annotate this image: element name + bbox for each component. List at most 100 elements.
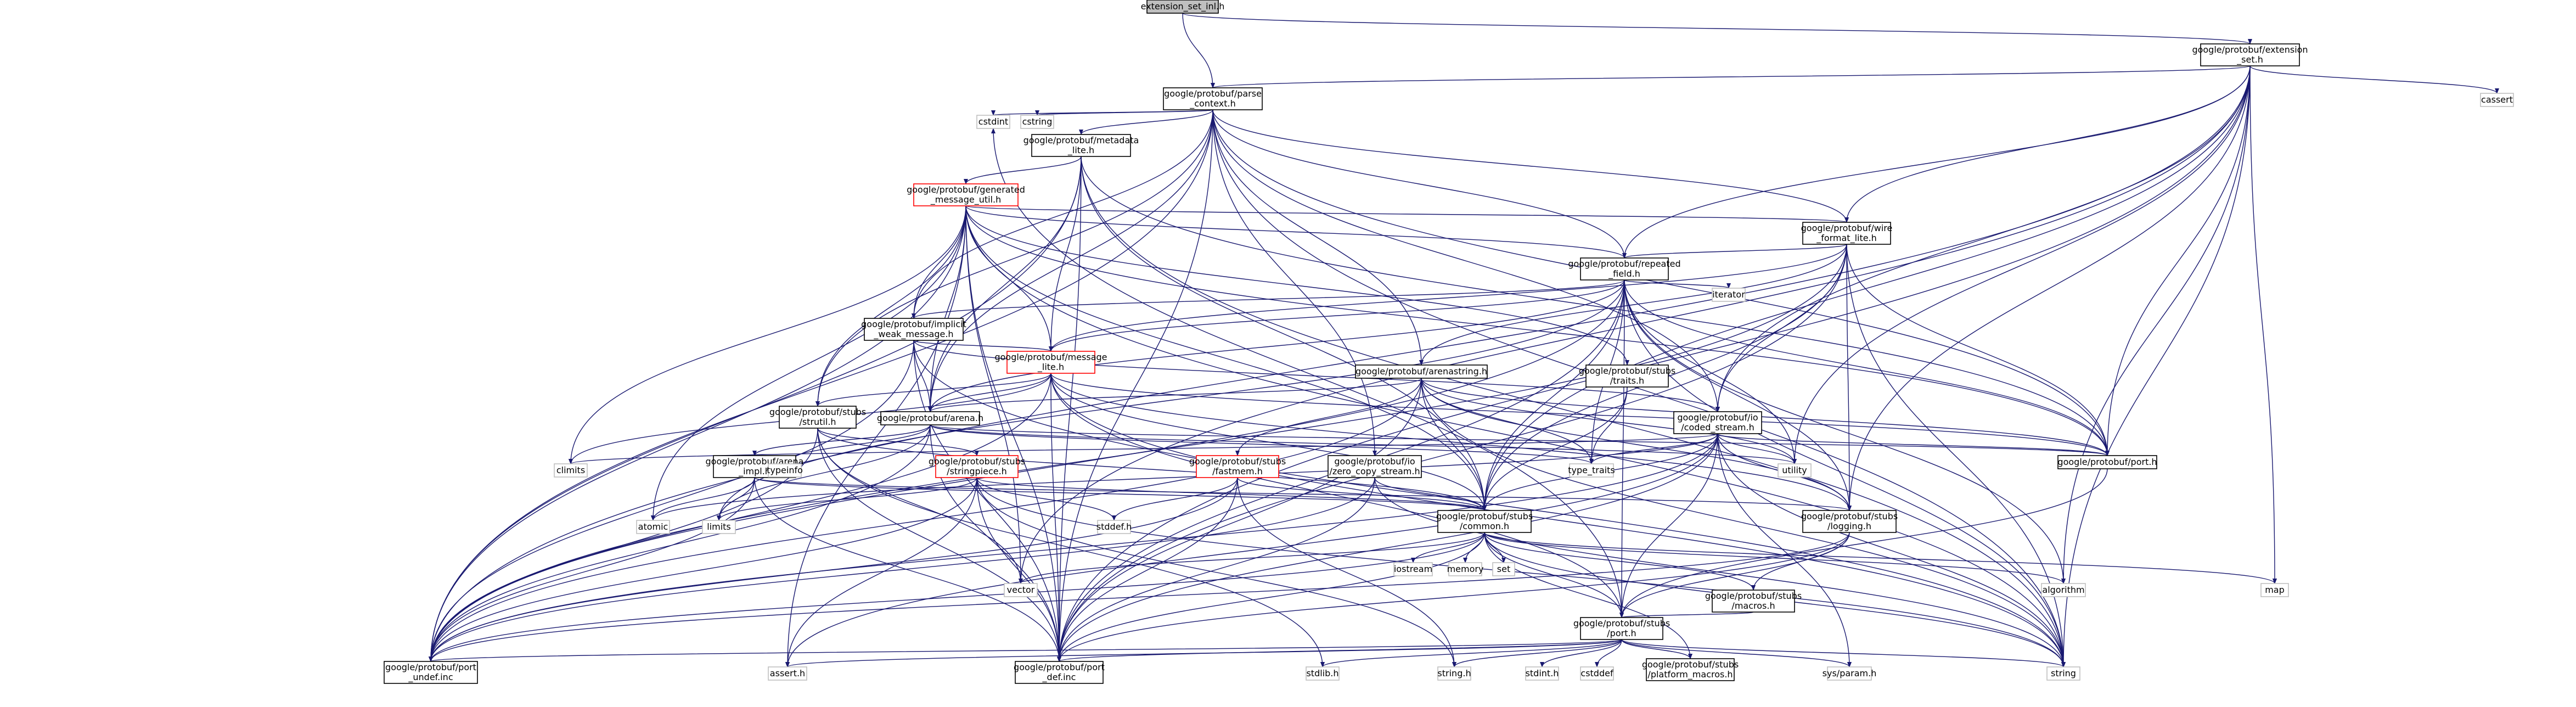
node-platform[interactable]: google/protobuf/stubs/platform_macros.h bbox=[1642, 658, 1739, 681]
node-label: google/protobuf/io bbox=[1334, 456, 1415, 467]
node-logging[interactable]: google/protobuf/stubs/logging.h bbox=[1801, 510, 1898, 533]
node-gen_msg[interactable]: google/protobuf/generated_message_util.h bbox=[907, 183, 1025, 206]
edge-common-to-algorithm bbox=[1484, 532, 2066, 584]
node-traits[interactable]: google/protobuf/stubs/traits.h bbox=[1579, 364, 1675, 388]
edge-zero_copy-to-port_def bbox=[1057, 477, 1375, 662]
node-box bbox=[1004, 583, 1038, 597]
node-coded[interactable]: google/protobuf/io/coded_stream.h bbox=[1673, 411, 1762, 434]
node-label: stdlib.h bbox=[1306, 668, 1338, 678]
node-strutil[interactable]: google/protobuf/stubs/strutil.h bbox=[769, 406, 866, 429]
edge-fastmem-to-common bbox=[1237, 477, 1487, 511]
node-box bbox=[1580, 666, 1614, 681]
node-common[interactable]: google/protobuf/stubs/common.h bbox=[1436, 510, 1533, 533]
edge-rep_field-to-common bbox=[1482, 279, 1625, 511]
node-label: atomic bbox=[638, 521, 668, 532]
node-box bbox=[554, 463, 588, 478]
edge-rep_field-to-arena bbox=[928, 279, 1625, 412]
edge-stubs_port-to-cstddef bbox=[1595, 639, 1622, 667]
node-label: stdint.h bbox=[1526, 668, 1559, 678]
node-arenastring[interactable]: google/protobuf/arenastring.h bbox=[1355, 364, 1488, 379]
node-box bbox=[1437, 666, 1471, 681]
edge-stringpiece-to-port_undef bbox=[429, 477, 977, 662]
node-assert_h: assert.h bbox=[768, 666, 807, 681]
node-label: _lite.h bbox=[1037, 362, 1064, 373]
node-macros[interactable]: google/protobuf/stubs/macros.h bbox=[1705, 590, 1802, 613]
node-box bbox=[1585, 364, 1669, 388]
edge-stubs_port-to-stdlib bbox=[1320, 639, 1622, 667]
node-wire_fmt[interactable]: google/protobuf/wire_format_lite.h bbox=[1801, 222, 1893, 245]
node-utility: utility bbox=[1778, 463, 1812, 478]
edge-metadata-to-gen_msg bbox=[964, 156, 1082, 184]
node-arena[interactable]: google/protobuf/arena.h bbox=[877, 411, 983, 425]
edge-stringpiece-to-stddef bbox=[976, 477, 1116, 521]
node-implicit[interactable]: google/protobuf/implicit_weak_message.h bbox=[861, 318, 966, 341]
node-box bbox=[636, 520, 670, 534]
edge-arena_impl-to-port_undef bbox=[429, 477, 755, 662]
edge-rep_field-to-stubs_port bbox=[1619, 279, 1625, 618]
node-label: /logging.h bbox=[1827, 521, 1871, 531]
node-metadata[interactable]: google/protobuf/metadata_lite.h bbox=[1023, 134, 1139, 157]
node-label: google/protobuf/io bbox=[1677, 412, 1758, 423]
node-label: assert.h bbox=[770, 668, 805, 678]
edge-parse_ctx-to-coded bbox=[1212, 109, 1720, 412]
node-port_undef[interactable]: google/protobuf/port_undef.inc bbox=[384, 661, 478, 684]
edge-strutil-to-vector bbox=[817, 428, 1023, 584]
node-msg_lite[interactable]: google/protobuf/message_lite.h bbox=[994, 351, 1107, 374]
edge-parse_ctx-to-port_undef bbox=[429, 109, 1213, 662]
node-iterator: iterator bbox=[1712, 288, 1746, 302]
node-label: _format_lite.h bbox=[1816, 233, 1877, 244]
node-label: /coded_stream.h bbox=[1681, 422, 1754, 433]
node-box bbox=[1712, 288, 1746, 302]
edge-wire_fmt-to-port_h bbox=[1846, 244, 2110, 456]
node-fastmem[interactable]: google/protobuf/stubs/fastmem.h bbox=[1189, 455, 1286, 478]
edge-gen_msg-to-port_undef bbox=[429, 205, 966, 662]
edge-wire_fmt-to-coded bbox=[1716, 244, 1847, 412]
node-box bbox=[2480, 93, 2514, 107]
edge-layer bbox=[429, 13, 2499, 667]
node-stringpiece[interactable]: google/protobuf/stubs/stringpiece.h bbox=[929, 455, 1025, 478]
edge-parse_ctx-to-string bbox=[1212, 109, 2066, 667]
edge-arena-to-utility bbox=[930, 424, 1797, 464]
edge-arenastring-to-arena bbox=[928, 378, 1422, 412]
node-zero_copy[interactable]: google/protobuf/io/zero_copy_stream.h bbox=[1328, 455, 1422, 478]
edge-zero_copy-to-common bbox=[1374, 477, 1487, 511]
edge-metadata-to-port_def bbox=[1057, 156, 1082, 662]
edge-metadata-to-port_h bbox=[1081, 156, 2110, 456]
node-stubs_port[interactable]: google/protobuf/stubs/port.h bbox=[1573, 617, 1670, 640]
edge-parse_ctx-to-metadata bbox=[1079, 109, 1213, 135]
node-box bbox=[1015, 661, 1104, 684]
edge-wire_fmt-to-port_def bbox=[1057, 244, 1847, 662]
edge-msg_lite-to-port_h bbox=[1050, 373, 2110, 456]
edge-wire_fmt-to-logging bbox=[1846, 244, 1852, 511]
node-label: google/protobuf/stubs bbox=[1436, 511, 1533, 521]
edge-gen_msg-to-vector bbox=[965, 205, 1023, 584]
node-parse_ctx[interactable]: google/protobuf/parse_context.h bbox=[1163, 87, 1263, 110]
node-box bbox=[1525, 666, 1559, 681]
edge-logging-to-port_undef bbox=[429, 532, 1850, 662]
edge-ext_set-to-rep_field bbox=[1622, 65, 2251, 259]
edge-arenastring-to-string bbox=[1421, 378, 2066, 667]
edge-arena_impl-to-limits bbox=[717, 477, 755, 521]
node-label: google/protobuf/stubs bbox=[1642, 659, 1739, 670]
node-label: type_traits bbox=[1568, 465, 1615, 476]
node-port_def[interactable]: google/protobuf/port_def.inc bbox=[1014, 661, 1105, 684]
node-port_h[interactable]: google/protobuf/port.h bbox=[2057, 455, 2157, 469]
node-label: /platform_macros.h bbox=[1647, 669, 1733, 680]
edge-ext_set-to-port_h bbox=[2105, 65, 2251, 456]
node-box bbox=[1355, 364, 1488, 379]
node-label: google/protobuf/port bbox=[385, 662, 476, 672]
edge-port_h-to-stubs_port bbox=[1619, 468, 2108, 618]
edge-gen_msg-to-port_h bbox=[965, 205, 2110, 456]
edge-rep_field-to-algorithm bbox=[1624, 279, 2066, 584]
edge-rep_field-to-port_undef bbox=[429, 279, 1625, 662]
node-ext_int[interactable]: extension_set_inl.h bbox=[1141, 0, 1225, 14]
node-rep_field[interactable]: google/protobuf/repeated_field.h bbox=[1568, 257, 1681, 280]
node-ext_set[interactable]: google/protobuf/extension_set.h bbox=[2192, 43, 2308, 66]
node-label: stddef.h bbox=[1096, 521, 1132, 532]
edge-coded-to-climits bbox=[569, 433, 1718, 464]
edge-parse_ctx-to-arenastring bbox=[1212, 109, 1424, 366]
edge-gen_msg-to-traits bbox=[965, 205, 1629, 366]
node-box bbox=[1146, 0, 1219, 14]
edge-parse_ctx-to-port_h bbox=[1212, 109, 2110, 456]
